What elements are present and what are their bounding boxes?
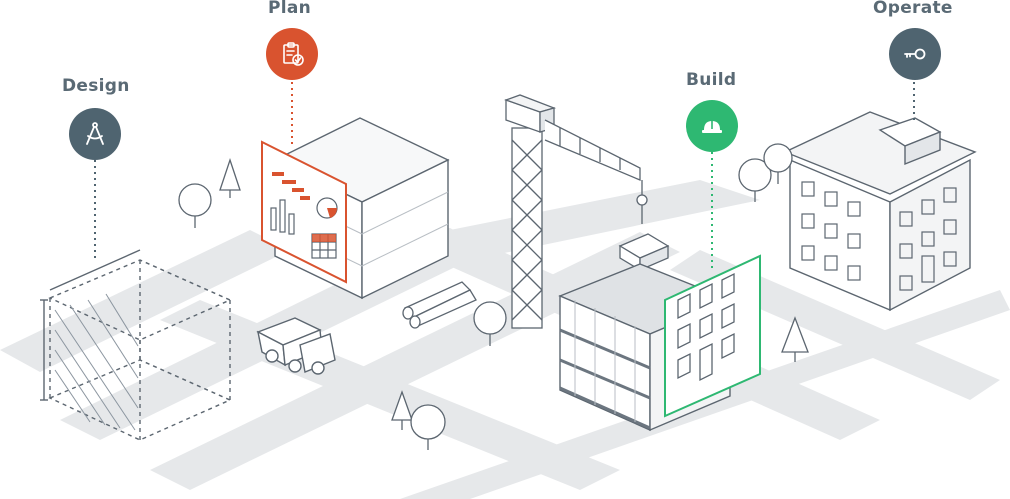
- plan-gantt-panel: [261, 140, 347, 284]
- design-wireframe-building: [40, 249, 232, 441]
- trees: [178, 143, 809, 450]
- build-facade-panel: [664, 254, 761, 418]
- key-icon: [904, 48, 926, 60]
- compass-icon: [86, 122, 104, 145]
- pipes: [402, 281, 477, 329]
- plan-badge: [266, 28, 318, 80]
- operate-badge: [889, 28, 941, 80]
- operate-building: [783, 111, 977, 312]
- plan-label: Plan: [268, 0, 312, 18]
- build-badge: [686, 100, 738, 152]
- operate-label: Operate: [873, 0, 953, 18]
- build-label: Build: [686, 70, 737, 90]
- design-label: Design: [62, 76, 130, 96]
- design-badge: [69, 108, 121, 160]
- stage-connectors: [94, 82, 915, 270]
- tower-crane: [504, 94, 670, 329]
- dump-truck: [256, 317, 336, 375]
- hard-hat-icon: [702, 121, 722, 133]
- clipboard-check-icon: [283, 42, 304, 66]
